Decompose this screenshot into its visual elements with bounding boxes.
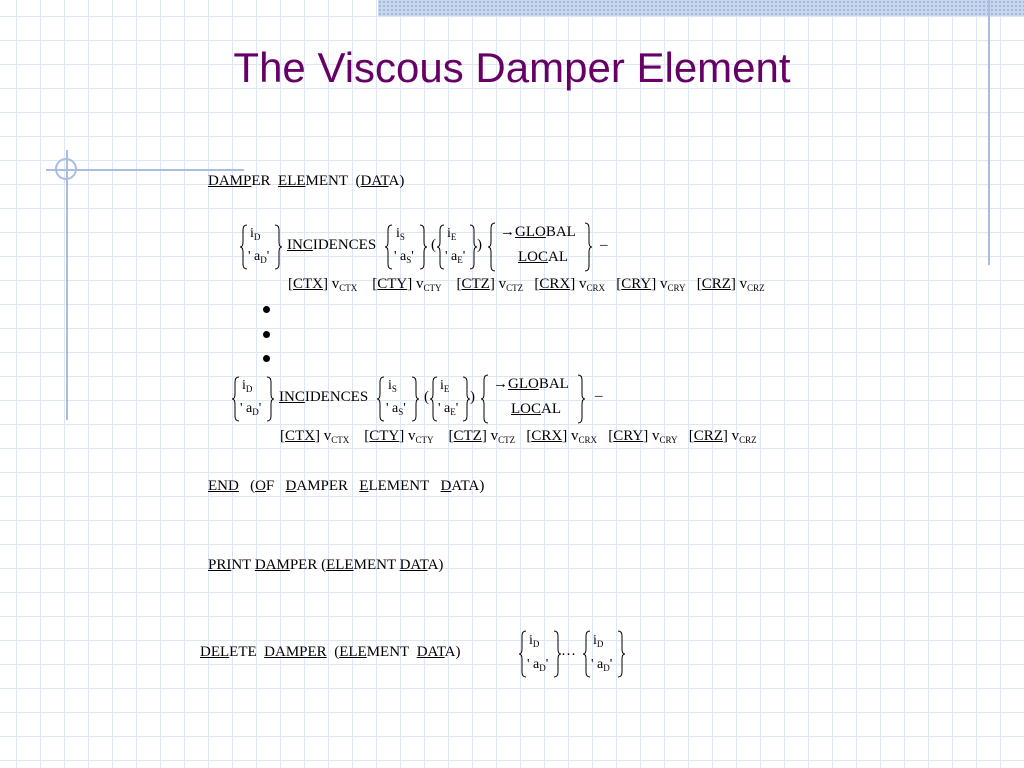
damping-coefficients-line-2: [CTX] vCTX [CTY] vCTY [CTZ] vCTZ [CRX] v… [280,428,757,445]
slide-title: The Viscous Damper Element [233,44,791,91]
left-decorative-hline [46,169,244,171]
end-node-group-1: iE ' aE' [437,224,477,270]
continuation-bullet [263,306,270,313]
close-paren-1: ) [477,237,482,253]
header-line: DAMPER ELEMENT (DATA) [208,173,404,190]
left-decorative-vline [66,150,68,420]
damper-id-group-1: iD ' aD' [240,224,282,270]
header-text: DAMPER ELEMENT (DATA) [208,173,405,189]
dash-1: – [600,237,608,253]
end-command-line: END (OF DAMPER ELEMENT DATA) [208,478,485,494]
top-decorative-band [378,0,1024,16]
start-node-group-1: iS ' aS' [385,224,427,270]
dash-2: – [595,388,603,404]
delete-first-id-group: iD ' aD' [519,630,561,678]
delete-command-line: DELETE DAMPER (ELEMENT DATA) [200,644,461,660]
incidences-label-2: INCIDENCES [279,389,369,405]
open-paren-1: ( [431,237,436,253]
start-node-group-2: iS ' aS' [377,376,419,422]
right-decorative-line [988,0,990,265]
end-node-group-2: iE ' aE' [430,376,470,422]
damping-coefficients-line-1: [CTX] vCTX [CTY] vCTY [CTZ] vCTZ [CRX] v… [288,276,765,293]
continuation-bullet [263,355,270,362]
ellipsis: … [561,643,576,659]
decorative-circle [55,158,77,180]
open-paren-2: ( [424,389,429,405]
print-command-line: PRINT DAMPER (ELEMENT DATA) [208,557,444,573]
continuation-bullet [263,331,270,338]
coord-system-group-1: →GLOBAL LOCAL [488,222,592,272]
delete-last-id-group: iD ' aD' [583,630,625,678]
damper-id-group-2: iD ' aD' [232,376,274,422]
coord-system-group-2: →GLOBAL LOCAL [481,374,585,424]
close-paren-2: ) [470,389,475,405]
incidences-label-1: INCIDENCES [287,237,377,253]
